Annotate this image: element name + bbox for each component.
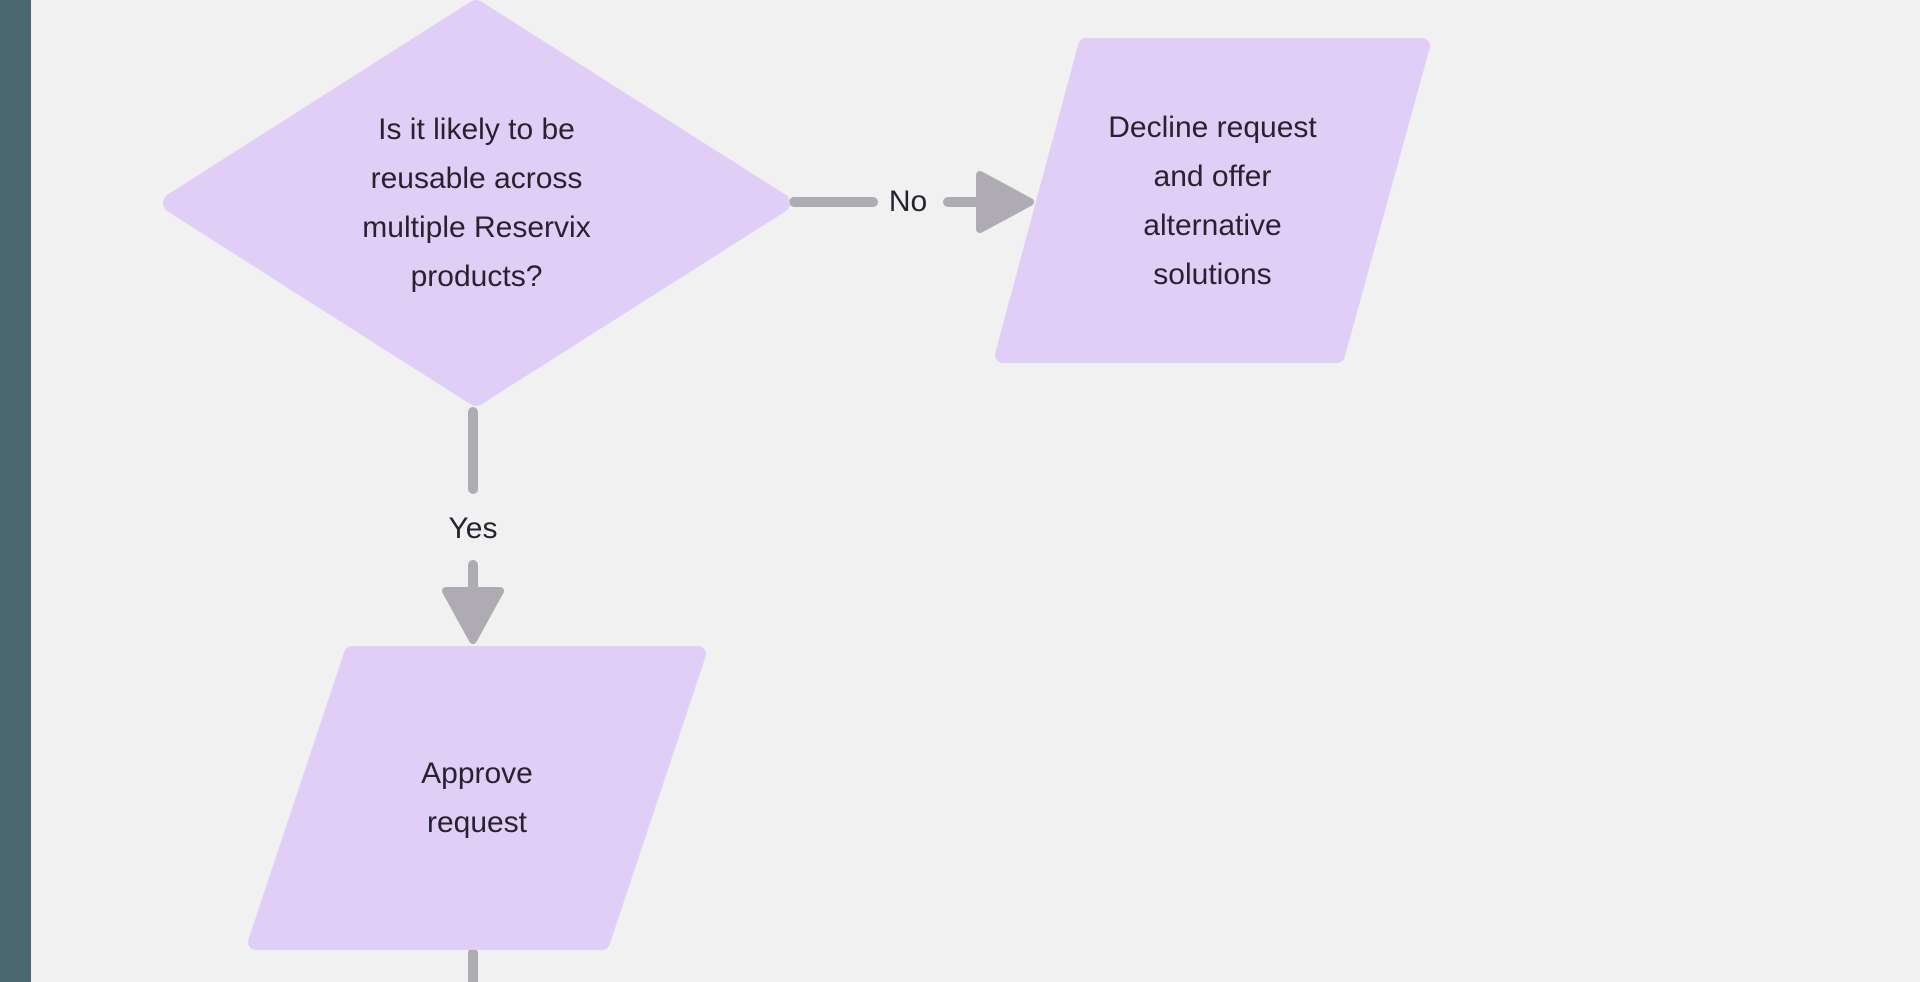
- edge-label-no: No: [888, 185, 928, 218]
- parallelogram-shape: [248, 646, 706, 950]
- edge-no[interactable]: [789, 171, 1034, 233]
- node-approve-label: Approve request: [421, 757, 533, 839]
- parallelogram-shape: [995, 38, 1430, 363]
- node-decision[interactable]: Is it likely to be reusable across multi…: [163, 0, 790, 406]
- sidebar-edge-strip: [0, 0, 31, 982]
- arrowhead-right-icon: [976, 171, 1034, 233]
- edge-yes[interactable]: [442, 407, 504, 644]
- node-approve[interactable]: Approve request: [248, 646, 706, 950]
- node-decision-label: Is it likely to be reusable across multi…: [362, 113, 591, 293]
- diamond-shape: [163, 0, 790, 406]
- node-decline[interactable]: Decline request and offer alternative so…: [995, 38, 1430, 363]
- node-decline-label: Decline request and offer alternative so…: [1108, 110, 1317, 291]
- arrowhead-down-icon: [442, 587, 504, 644]
- edge-label-yes: Yes: [448, 512, 498, 545]
